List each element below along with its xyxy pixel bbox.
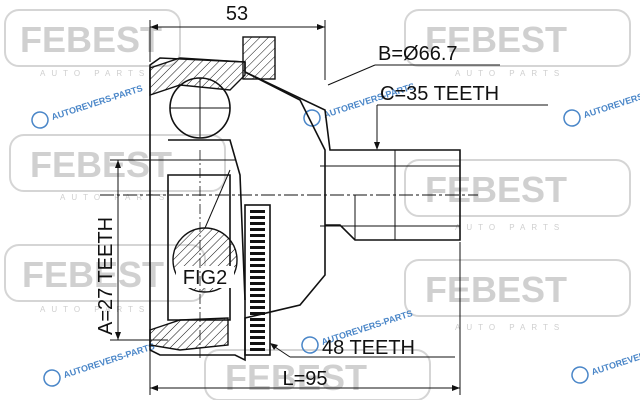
length-label: L=95 xyxy=(282,368,327,390)
watermark-brand-text: FEBEST xyxy=(22,254,164,295)
width-top-label: 53 xyxy=(226,3,248,25)
abs-tooth xyxy=(250,306,265,309)
abs-ring-teeth xyxy=(250,210,265,351)
inner-teeth-label: A=27 TEETH xyxy=(95,217,117,335)
watermark-sub-text: AUTO PARTS xyxy=(455,323,565,332)
abs-tooth xyxy=(250,240,265,243)
abs-tooth xyxy=(250,276,265,279)
abs-tooth xyxy=(250,258,265,261)
watermark-brand-text: FEBEST xyxy=(425,269,567,310)
autorevers-text: AUTOREVERS-PARTS xyxy=(582,81,640,120)
abs-tooth xyxy=(250,246,265,249)
cv-joint-part: FIG2 xyxy=(100,36,478,362)
watermark-sub-text: AUTO PARTS xyxy=(455,223,565,232)
abs-tooth xyxy=(250,300,265,303)
outer-teeth-label: C=35 TEETH xyxy=(380,83,499,105)
watermark-badge-4: FEBEST AUTO PARTS xyxy=(404,159,631,232)
watermark-badge-5: FEBEST AUTO PARTS xyxy=(4,244,206,314)
autorevers-tag-6: AUTOREVERS-PARTS xyxy=(571,338,640,384)
fig2-leader-line xyxy=(204,169,231,229)
autorevers-text: AUTOREVERS-PARTS xyxy=(50,83,144,122)
watermark-badge-2: FEBEST AUTO PARTS xyxy=(404,9,631,78)
abs-tooth xyxy=(250,234,265,237)
abs-tooth xyxy=(250,210,265,213)
abs-tooth xyxy=(250,348,265,351)
abs-tooth xyxy=(250,342,265,345)
watermark-sub-text: AUTO PARTS xyxy=(40,69,150,78)
watermark-brand-text: FEBEST xyxy=(30,144,172,185)
watermark-badge-3: FEBEST AUTO PARTS xyxy=(9,134,226,202)
dimension-annotations: 53 B=Ø66.7 C=35 TEETH A=27 TEETH 48 TEET… xyxy=(95,3,548,395)
autorevers-text: AUTOREVERS-PARTS xyxy=(590,338,640,377)
abs-tooth xyxy=(250,228,265,231)
autorevers-text: AUTOREVERS-PARTS xyxy=(62,341,156,380)
abs-tooth xyxy=(250,294,265,297)
abs-tooth xyxy=(250,282,265,285)
abs-tooth xyxy=(250,222,265,225)
abs-tooth xyxy=(250,252,265,255)
watermark-brand-text: FEBEST xyxy=(425,169,567,210)
outer-diameter-leader xyxy=(327,64,376,86)
watermark-badge-1: FEBEST AUTO PARTS xyxy=(4,9,181,78)
abs-tooth xyxy=(250,216,265,219)
fig2-label: FIG2 xyxy=(183,267,227,289)
abs-teeth-label: 48 TEETH xyxy=(322,337,415,359)
watermark-brand-text: FEBEST xyxy=(20,19,162,60)
abs-tooth xyxy=(250,318,265,321)
watermark-brand-text: FEBEST xyxy=(425,19,567,60)
autorevers-tag-4: AUTOREVERS-PARTS xyxy=(43,341,156,387)
abs-tooth xyxy=(250,264,265,267)
abs-tooth xyxy=(250,336,265,339)
watermark-sub-text: AUTO PARTS xyxy=(455,69,565,78)
outer-diameter-label: B=Ø66.7 xyxy=(378,43,458,65)
abs-tooth xyxy=(250,288,265,291)
abs-tooth xyxy=(250,324,265,327)
watermark-brand-text: FEBEST xyxy=(225,357,367,398)
watermark-badge-6: FEBEST AUTO PARTS xyxy=(404,259,631,332)
autorevers-tag-3: AUTOREVERS-PARTS xyxy=(563,81,640,127)
watermark-sub-text: AUTO PARTS xyxy=(40,305,150,314)
autorevers-tag-1: AUTOREVERS-PARTS xyxy=(31,83,144,129)
abs-tooth xyxy=(250,312,265,315)
watermark-sub-text: AUTO PARTS xyxy=(60,193,170,202)
watermark-badge-7: FEBEST xyxy=(204,349,431,401)
abs-tooth xyxy=(250,330,265,333)
abs-tooth xyxy=(250,270,265,273)
